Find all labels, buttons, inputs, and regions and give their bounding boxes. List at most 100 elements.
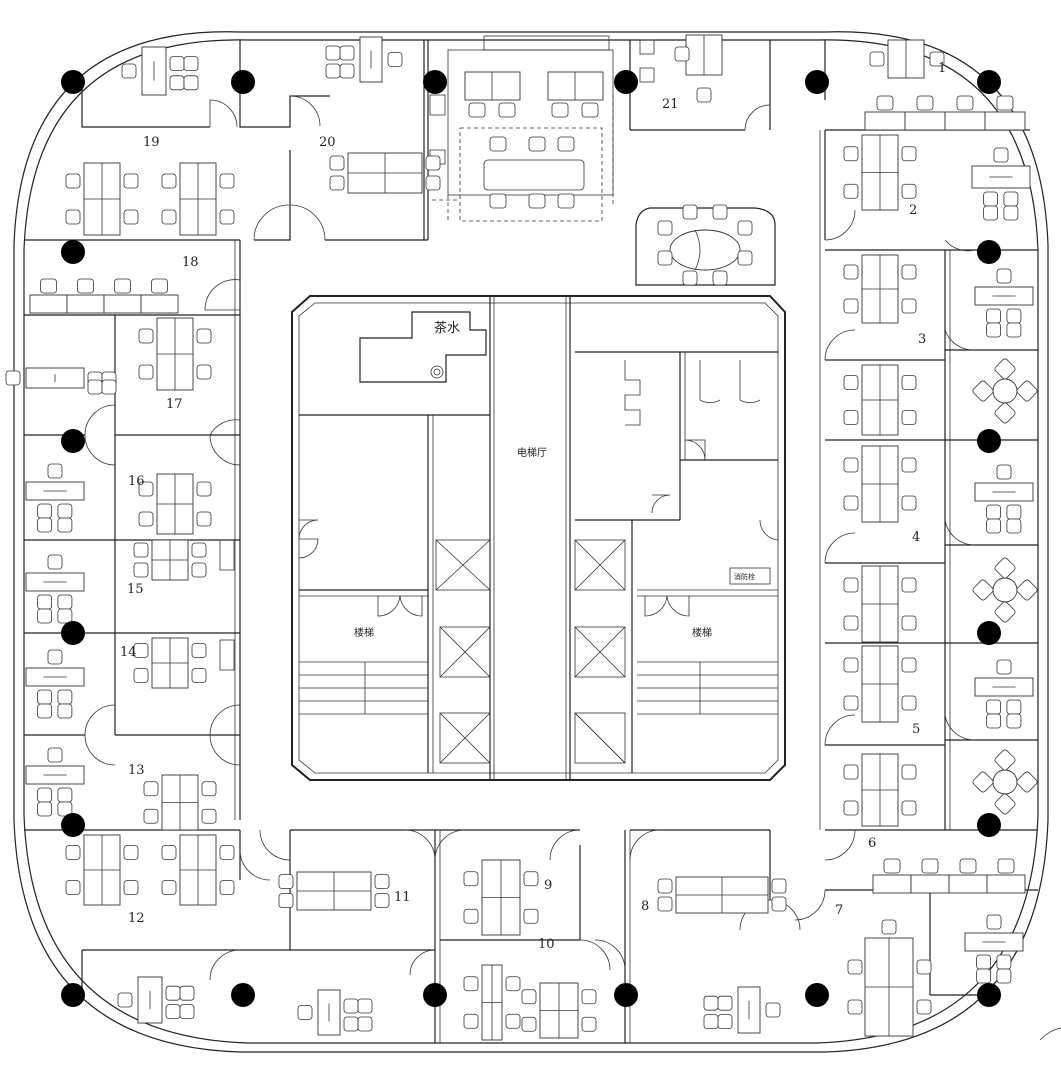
room-partitions	[24, 40, 1038, 1043]
chair-icon	[65, 173, 81, 189]
chair-icon	[183, 56, 199, 71]
chair-icon	[843, 495, 859, 511]
chair-icon	[901, 657, 917, 673]
chair-icon	[1006, 322, 1022, 338]
stair-right-label: 楼梯	[692, 626, 712, 639]
desk-row	[984, 111, 1026, 131]
chair-icon	[374, 893, 390, 908]
chair-icon	[117, 992, 133, 1008]
chair-icon	[191, 643, 207, 658]
chair-icon	[278, 893, 294, 908]
room-number-10: 10	[538, 937, 555, 952]
core-block: 茶水 楼梯 电梯厅 消防栓	[291, 295, 786, 781]
chair-icon	[986, 699, 1001, 715]
chair-icon	[901, 695, 917, 711]
chair-icon	[121, 63, 137, 79]
chair-icon	[959, 858, 977, 874]
chair-icon	[179, 1004, 195, 1019]
desk-row	[140, 294, 179, 314]
chair-icon	[37, 608, 52, 624]
chair-icon	[489, 193, 507, 209]
chair-icon	[191, 562, 207, 578]
chair-icon	[843, 457, 859, 473]
chair-icon	[843, 146, 859, 162]
chair-icon	[201, 781, 217, 797]
chair-icon	[169, 56, 185, 71]
chair-icon	[901, 264, 917, 280]
chair-icon	[986, 322, 1001, 338]
round-table	[992, 769, 1018, 795]
chair-icon	[505, 976, 521, 992]
chair-icon	[325, 63, 341, 79]
chair-icon	[65, 209, 81, 225]
structural-column	[61, 621, 85, 645]
structural-column	[614, 70, 638, 94]
room-number-16: 16	[128, 474, 145, 489]
chair-icon	[976, 968, 991, 984]
chair-icon	[1016, 380, 1038, 402]
chair-icon	[47, 649, 63, 665]
chair-icon	[986, 713, 1001, 729]
room-number-13: 13	[128, 763, 145, 778]
chair-icon	[717, 1014, 733, 1029]
chair-icon	[581, 1016, 597, 1032]
chair-icon	[5, 370, 21, 386]
chair-icon	[357, 1016, 373, 1032]
chair-icon	[523, 908, 539, 924]
chair-icon	[972, 771, 994, 793]
chair-icon	[983, 205, 998, 221]
chair-icon	[996, 464, 1012, 480]
chair-icon	[557, 193, 575, 209]
chair-icon	[143, 781, 159, 797]
chair-icon	[712, 204, 728, 220]
chair-icon	[196, 328, 212, 344]
meeting-room	[635, 207, 776, 286]
chair-icon	[581, 102, 599, 118]
chair-icon	[425, 175, 441, 191]
chair-icon	[521, 1016, 537, 1032]
chair-icon	[843, 764, 859, 780]
chair-icon	[57, 787, 73, 803]
chair-icon	[37, 703, 52, 719]
structural-column	[61, 429, 85, 453]
chair-icon	[123, 173, 139, 189]
chair-icon	[983, 191, 998, 207]
chair-icon	[551, 102, 569, 118]
structural-column	[61, 813, 85, 837]
chair-icon	[986, 914, 1002, 930]
chair-icon	[133, 562, 149, 578]
chair-icon	[47, 554, 63, 570]
chair-icon	[843, 410, 859, 425]
chair-icon	[994, 402, 1016, 424]
structural-column	[423, 983, 447, 1007]
room-number-11: 11	[394, 890, 411, 905]
chair-icon	[916, 959, 932, 975]
chair-icon	[143, 808, 159, 824]
chair-icon	[161, 845, 177, 860]
chair-icon	[521, 989, 537, 1005]
stair-left-label: 楼梯	[354, 626, 374, 639]
hydrant-label: 消防栓	[734, 572, 755, 581]
chair-icon	[498, 102, 516, 118]
chair-icon	[682, 204, 698, 220]
chair-icon	[425, 155, 441, 171]
chair-icon	[339, 45, 355, 61]
structural-column	[423, 70, 447, 94]
chair-icon	[901, 183, 917, 199]
chair-icon	[996, 968, 1012, 984]
chair-icon	[737, 250, 753, 266]
chair-icon	[191, 542, 207, 558]
chair-icon	[1003, 205, 1019, 221]
chair-icon	[996, 268, 1012, 284]
chair-icon	[997, 858, 1015, 874]
chair-icon	[196, 364, 212, 380]
chair-icon	[505, 1013, 521, 1029]
chair-icon	[357, 998, 373, 1014]
chair-icon	[843, 615, 859, 631]
chair-icon	[1006, 308, 1022, 324]
chair-icon	[123, 209, 139, 225]
room-number-layer: 1 2 3 4 5 6 7 8 9 10 11 12 13 14 15 16 1…	[120, 61, 946, 952]
room-number-9: 9	[544, 878, 552, 893]
chair-icon	[191, 668, 207, 683]
